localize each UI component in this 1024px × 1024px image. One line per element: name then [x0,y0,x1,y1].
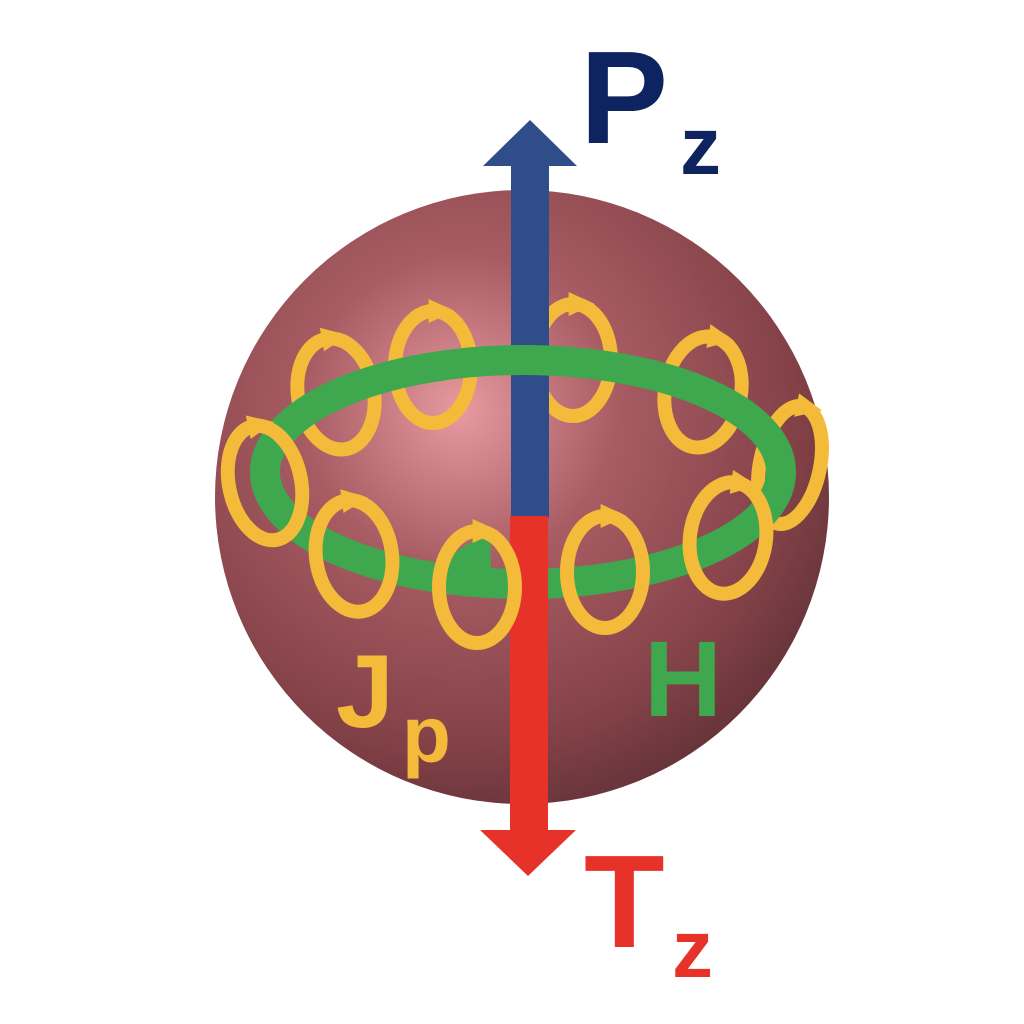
loop-arrow-icon [560,504,650,635]
arrow-down-icon [480,516,576,876]
label-t-sub: z [672,904,713,995]
current-loops-front [220,415,774,650]
label-t: T z [584,828,713,995]
label-h: H [644,618,722,739]
loop-arrow-icon [220,415,310,548]
arrow-up-icon [483,120,577,518]
loop-arrow-icon [751,393,829,532]
label-p-sub: z [680,101,721,192]
label-t-main: T [584,828,665,975]
label-p: P z [580,24,721,192]
label-p-main: P [580,24,668,171]
label-j-main: J [336,634,394,750]
loop-arrow-icon [682,470,774,601]
loop-arrow-icon [308,489,400,619]
label-j-sub: p [402,690,451,779]
label-j: J p [336,634,451,779]
loop-arrow-icon [432,519,522,650]
